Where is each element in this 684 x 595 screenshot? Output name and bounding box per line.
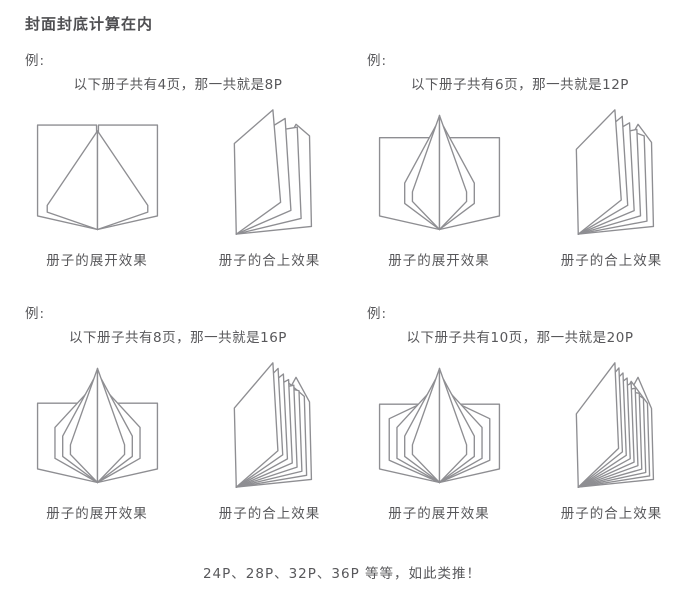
- example-label: 例:: [367, 53, 388, 69]
- open-booklet-caption: 册子的展开效果: [388, 506, 490, 522]
- footer-note: 24P、28P、32P、36P 等等，如此类推！: [202, 566, 482, 582]
- closed-booklet-caption: 册子的合上效果: [218, 506, 321, 522]
- closed-booklet-figure: 册子的合上效果: [217, 352, 323, 522]
- example-label: 例:: [25, 306, 46, 322]
- open-booklet-figure: 册子的展开效果: [362, 352, 517, 522]
- open-booklet-figure: 册子的展开效果: [362, 99, 517, 269]
- examples-grid: 例: 以下册子共有4页，那一共就是8P 册子的展开效果 册子的合上效果 例: 以…: [0, 34, 684, 540]
- example-block-8p: 例: 以下册子共有4页，那一共就是8P 册子的展开效果 册子的合上效果: [0, 34, 342, 287]
- closed-booklet-figure: 册子的合上效果: [559, 99, 665, 269]
- booklet-figures-row: 册子的展开效果 册子的合上效果: [0, 99, 342, 269]
- closed-booklet-drawing: [575, 109, 654, 235]
- page-title: 封面封底计算在内: [25, 15, 154, 33]
- open-booklet-drawing: [36, 367, 158, 484]
- open-booklet-caption: 册子的展开效果: [46, 253, 148, 269]
- closed-booklet-drawing: [233, 362, 312, 488]
- closed-booklet-drawing: [575, 362, 654, 488]
- example-block-16p: 例: 以下册子共有8页，那一共就是16P 册子的展开效果 册子的合上效果: [0, 287, 342, 540]
- closed-booklet-caption: 册子的合上效果: [560, 253, 663, 269]
- example-label: 例:: [25, 53, 46, 69]
- open-booklet-drawing: [36, 124, 158, 231]
- example-label: 例:: [367, 306, 388, 322]
- example-sentence: 以下册子共有6页，那一共就是12P: [411, 77, 629, 93]
- example-sentence: 以下册子共有10页，那一共就是20P: [406, 330, 634, 346]
- example-sentence: 以下册子共有4页，那一共就是8P: [73, 77, 283, 93]
- booklet-figures-row: 册子的展开效果 册子的合上效果: [0, 352, 342, 522]
- open-booklet-caption: 册子的展开效果: [388, 253, 490, 269]
- booklet-figures-row: 册子的展开效果 册子的合上效果: [342, 99, 684, 269]
- example-block-12p: 例: 以下册子共有6页，那一共就是12P 册子的展开效果 册子的合上效果: [342, 34, 684, 287]
- open-booklet-figure: 册子的展开效果: [20, 99, 175, 269]
- example-sentence: 以下册子共有8页，那一共就是16P: [69, 330, 287, 346]
- open-booklet-caption: 册子的展开效果: [46, 506, 148, 522]
- open-booklet-figure: 册子的展开效果: [20, 352, 175, 522]
- open-booklet-drawing: [378, 114, 500, 231]
- closed-booklet-caption: 册子的合上效果: [218, 253, 321, 269]
- open-booklet-drawing: [378, 367, 500, 484]
- example-block-20p: 例: 以下册子共有10页，那一共就是20P 册子的展开效果 册子的合上效果: [342, 287, 684, 540]
- closed-booklet-caption: 册子的合上效果: [560, 506, 663, 522]
- closed-booklet-drawing: [233, 109, 312, 235]
- booklet-figures-row: 册子的展开效果 册子的合上效果: [342, 352, 684, 522]
- closed-booklet-figure: 册子的合上效果: [559, 352, 665, 522]
- closed-booklet-figure: 册子的合上效果: [217, 99, 323, 269]
